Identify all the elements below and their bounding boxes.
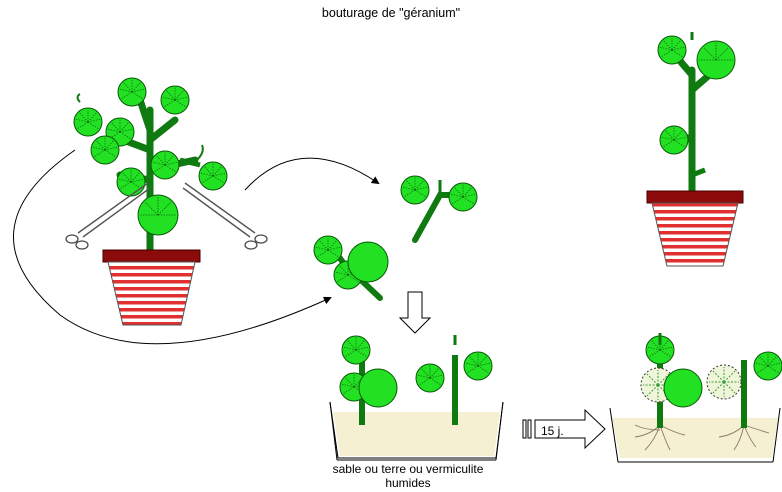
roots-icon [634, 424, 770, 451]
rooted-tray [609, 333, 782, 463]
duration-label: 15 j. [541, 424, 564, 438]
pot-body [107, 261, 196, 326]
arrow-to-cutting-top [244, 157, 380, 191]
arrow-to-cutting-bottom [13, 149, 332, 345]
pot-rim [102, 249, 201, 263]
diagram-title: bouturage de "géranium" [321, 6, 461, 20]
rooted-plant-pot [646, 32, 744, 267]
scissors-icon [182, 182, 268, 250]
cutting-top [400, 175, 478, 243]
arrow-down-icon [398, 291, 432, 334]
mother-plant [65, 77, 268, 326]
caption-line-2: humides [385, 476, 431, 490]
substrate-caption: sable ou terre ou vermiculite humides [318, 462, 498, 490]
cutting-bottom [313, 235, 389, 301]
arrow-right-icon [522, 408, 606, 450]
cuttings-tray [329, 335, 504, 461]
pot-body [651, 202, 739, 267]
caption-line-1: sable ou terre ou vermiculite [332, 462, 484, 476]
pot-rim [646, 190, 744, 204]
